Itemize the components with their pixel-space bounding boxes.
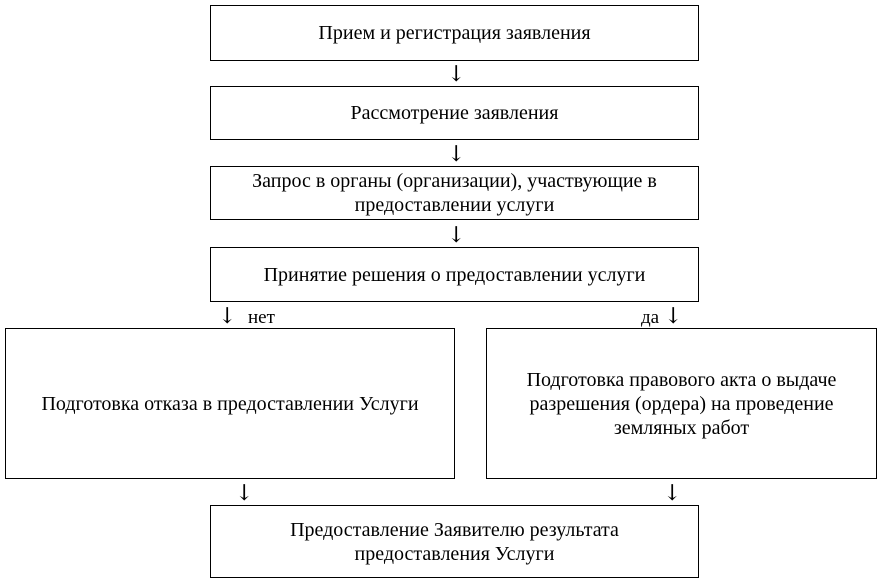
step-reception-box: Прием и регистрация заявления xyxy=(210,5,699,61)
arrow-down-icon: ↓ xyxy=(218,304,237,329)
step-result-text: Предоставление Заявителю результата пред… xyxy=(290,518,619,565)
branch-yes-label: да xyxy=(641,307,660,328)
step-refusal-box: Подготовка отказа в предоставлении Услуг… xyxy=(5,328,455,479)
arrow-down-icon: ↓ xyxy=(447,62,466,87)
step-request-box: Запрос в органы (организации), участвующ… xyxy=(210,166,699,220)
step-review-box: Рассмотрение заявления xyxy=(210,86,699,140)
step-decision-box: Принятие решения о предоставлении услуги xyxy=(210,247,699,302)
step-result-box: Предоставление Заявителю результата пред… xyxy=(210,505,699,578)
arrow-down-icon: ↓ xyxy=(664,304,683,329)
arrow-down-icon: ↓ xyxy=(447,142,466,167)
step-request-text: Запрос в органы (организации), участвующ… xyxy=(252,170,657,216)
step-permit-box: Подготовка правового акта о выдаче разре… xyxy=(486,328,877,479)
branch-no-label: нет xyxy=(248,307,275,328)
step-decision-text: Принятие решения о предоставлении услуги xyxy=(263,263,646,286)
arrow-down-icon: ↓ xyxy=(447,223,466,248)
step-reception-text: Прием и регистрация заявления xyxy=(318,22,591,44)
arrow-down-icon: ↓ xyxy=(235,481,254,506)
arrow-down-icon: ↓ xyxy=(663,481,682,506)
step-permit-text: Подготовка правового акта о выдаче разре… xyxy=(526,368,837,439)
step-review-text: Рассмотрение заявления xyxy=(350,102,559,124)
step-refusal-text: Подготовка отказа в предоставлении Услуг… xyxy=(41,392,419,415)
